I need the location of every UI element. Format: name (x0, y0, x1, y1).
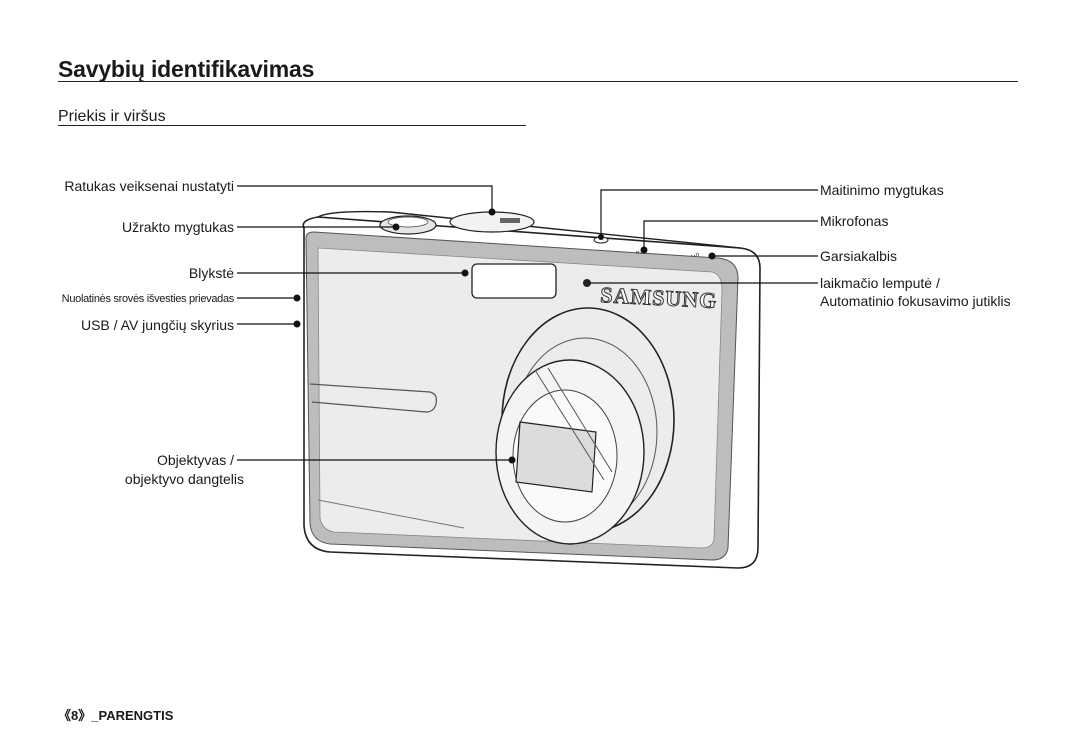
page-number: 8 (71, 708, 79, 723)
title-underline (58, 81, 1018, 82)
flash-window (471, 263, 557, 299)
svg-text:··ⁿ: ··ⁿ (690, 250, 699, 260)
label-usb-av: USB / AV jungčių skyrius (80, 317, 234, 333)
dc-port-dot (293, 294, 301, 302)
label-power-button: Maitinimo mygtukas (820, 182, 944, 198)
leader-lines-right (590, 189, 818, 284)
label-speaker: Garsiakalbis (820, 248, 898, 264)
label-lens-line2: objektyvo dangtelis (124, 471, 244, 487)
page-title: Savybių identifikavimas (58, 56, 315, 82)
page-number-open: 《 (58, 708, 72, 723)
label-lens-line1: Objektyvas / (156, 452, 234, 468)
label-microphone: Mikrofonas (820, 213, 889, 229)
subtitle-underline (58, 125, 526, 126)
svg-text:ⁿ·ⁿ: ⁿ·ⁿ (636, 248, 646, 258)
section-subtitle: Priekis ir viršus (58, 108, 166, 125)
page-footer: 《8》_PARENGTIS (58, 705, 173, 724)
label-mode-dial: Ratukas veiksenai nustatyti (64, 178, 234, 194)
leader-lines-left (237, 185, 512, 461)
label-dc-input: Nuolatinės srovės išvesties prievadas (61, 293, 235, 305)
label-af-lamp-line2: Automatinio fokusavimo jutiklis (820, 293, 1011, 309)
label-af-lamp-line1: laikmačio lemputė / (820, 275, 940, 291)
label-shutter-button: Užrakto mygtukas (121, 219, 234, 235)
grip (309, 383, 437, 413)
label-flash: Blykstė (188, 265, 234, 281)
usb-port-dot (293, 320, 301, 328)
af-lamp (583, 279, 591, 287)
top-plate (317, 210, 741, 249)
footer-section: _PARENGTIS (91, 708, 174, 723)
page-number-close: 》 (78, 708, 92, 723)
lens-cover (515, 421, 597, 493)
